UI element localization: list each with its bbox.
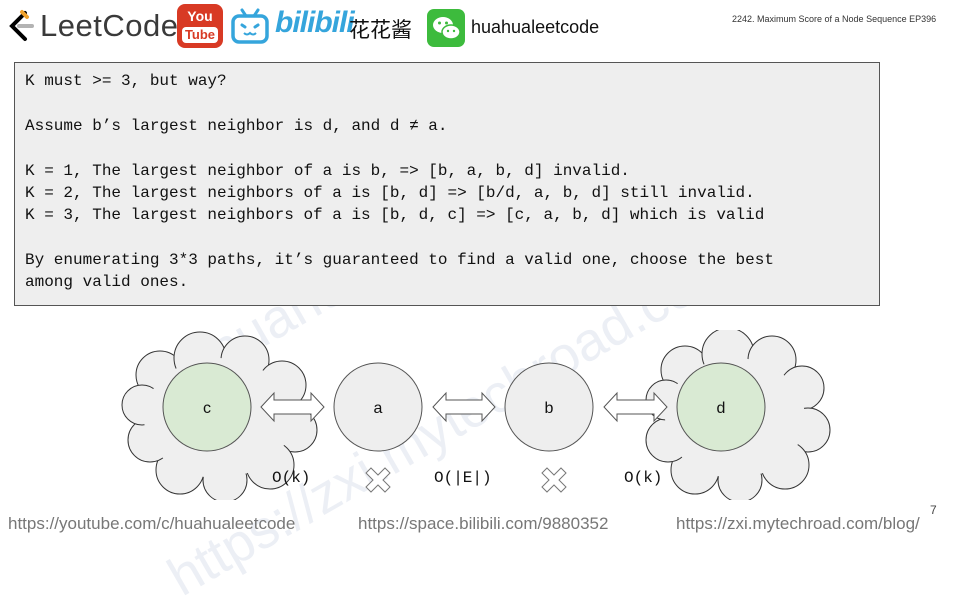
- complexity-label: O(|E|): [434, 469, 492, 487]
- leetcode-logo: LeetCode: [6, 6, 178, 46]
- youtube-link[interactable]: https://youtube.com/c/huahualeetcode: [8, 514, 296, 533]
- youtube-logo: You Tube: [177, 4, 223, 48]
- node-c-circle: [162, 362, 252, 452]
- double-arrow-icon: [603, 391, 668, 423]
- header-bar: LeetCode You Tube bilibili 花花酱 huahualee…: [0, 0, 960, 52]
- youtube-you-text: You: [187, 8, 213, 24]
- bilibili-link[interactable]: https://space.bilibili.com/9880352: [358, 514, 609, 533]
- multiply-icon: [541, 467, 567, 493]
- double-arrow-icon: [260, 391, 325, 423]
- bilibili-tv-icon: [231, 8, 269, 44]
- text-line: By enumerating 3*3 paths, it’s guarantee…: [25, 251, 774, 269]
- double-arrow-icon: [432, 391, 496, 423]
- complexity-label: O(k): [624, 469, 663, 487]
- node-d-label: d: [717, 400, 726, 417]
- text-line: among valid ones.: [25, 273, 189, 291]
- blog-link[interactable]: https://zxi.mytechroad.com/blog/: [676, 514, 920, 533]
- wechat-account-name: huahualeetcode: [471, 17, 600, 37]
- wechat-icon: [427, 9, 465, 47]
- text-line: K = 3, The largest neighbors of a is [b,…: [25, 206, 765, 224]
- channel-name-cn: 花花酱: [349, 19, 412, 42]
- path-diagram: c a b d: [121, 330, 831, 500]
- complexity-label: O(k): [272, 469, 311, 487]
- node-b-circle: [504, 362, 594, 452]
- node-d-circle: [676, 362, 766, 452]
- text-line: K must >= 3, but way?: [25, 72, 227, 90]
- explanation-box: K must >= 3, but way? Assume b’s largest…: [14, 62, 880, 306]
- text-line: K = 1, The largest neighbor of a is b, =…: [25, 162, 630, 180]
- text-line: K = 2, The largest neighbors of a is [b,…: [25, 184, 755, 202]
- page-number: 7: [930, 503, 937, 517]
- leetcode-wordmark: LeetCode: [40, 8, 179, 43]
- node-c-label: c: [203, 400, 211, 417]
- node-a-label: a: [374, 400, 383, 417]
- leetcode-icon: [9, 10, 34, 41]
- text-line: Assume b’s largest neighbor is d, and d …: [25, 117, 448, 135]
- youtube-tube-text: Tube: [181, 27, 219, 43]
- bilibili-wordmark: bilibili: [275, 6, 355, 39]
- episode-title: 2242. Maximum Score of a Node Sequence E…: [732, 14, 937, 24]
- node-a-circle: [333, 362, 423, 452]
- node-b-label: b: [545, 400, 554, 417]
- multiply-icon: [365, 467, 391, 493]
